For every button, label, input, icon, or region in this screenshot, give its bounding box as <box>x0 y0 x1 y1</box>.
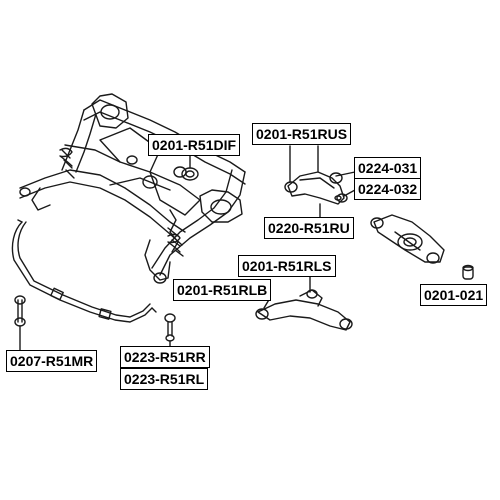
label-0201-r51rlb: 0201-R51RLB <box>173 279 272 301</box>
lower-arm-drawing <box>370 214 445 264</box>
subframe-drawing <box>19 93 246 284</box>
leader-0201-r51rus <box>289 145 319 183</box>
label-0224-032: 0224-032 <box>354 178 422 200</box>
label-0201-021: 0201-021 <box>420 284 488 306</box>
bushing-0201-021 <box>462 264 474 280</box>
stabilizer-link-0207-r51mr <box>14 295 26 351</box>
stabilizer-bar-drawing <box>11 219 157 323</box>
label-0201-r51rls: 0201-R51RLS <box>238 255 336 277</box>
bushing-0201-r51dif <box>181 167 199 181</box>
label-0201-r51rus: 0201-R51RUS <box>252 123 352 145</box>
link-0223-r51rr <box>164 313 176 347</box>
lower-arm-0201-r51rl <box>255 289 353 331</box>
label-0207-r51mr: 0207-R51MR <box>6 350 98 372</box>
label-0223-r51rl: 0223-R51RL <box>120 368 209 390</box>
label-0224-031: 0224-031 <box>354 157 422 179</box>
label-0223-r51rr: 0223-R51RR <box>120 346 210 368</box>
label-0201-r51dif: 0201-R51DIF <box>148 134 241 156</box>
label-0220-r51ru: 0220-R51RU <box>264 217 354 239</box>
upper-arm-0220-r51ru <box>284 171 348 205</box>
leader-0224 <box>335 171 356 197</box>
